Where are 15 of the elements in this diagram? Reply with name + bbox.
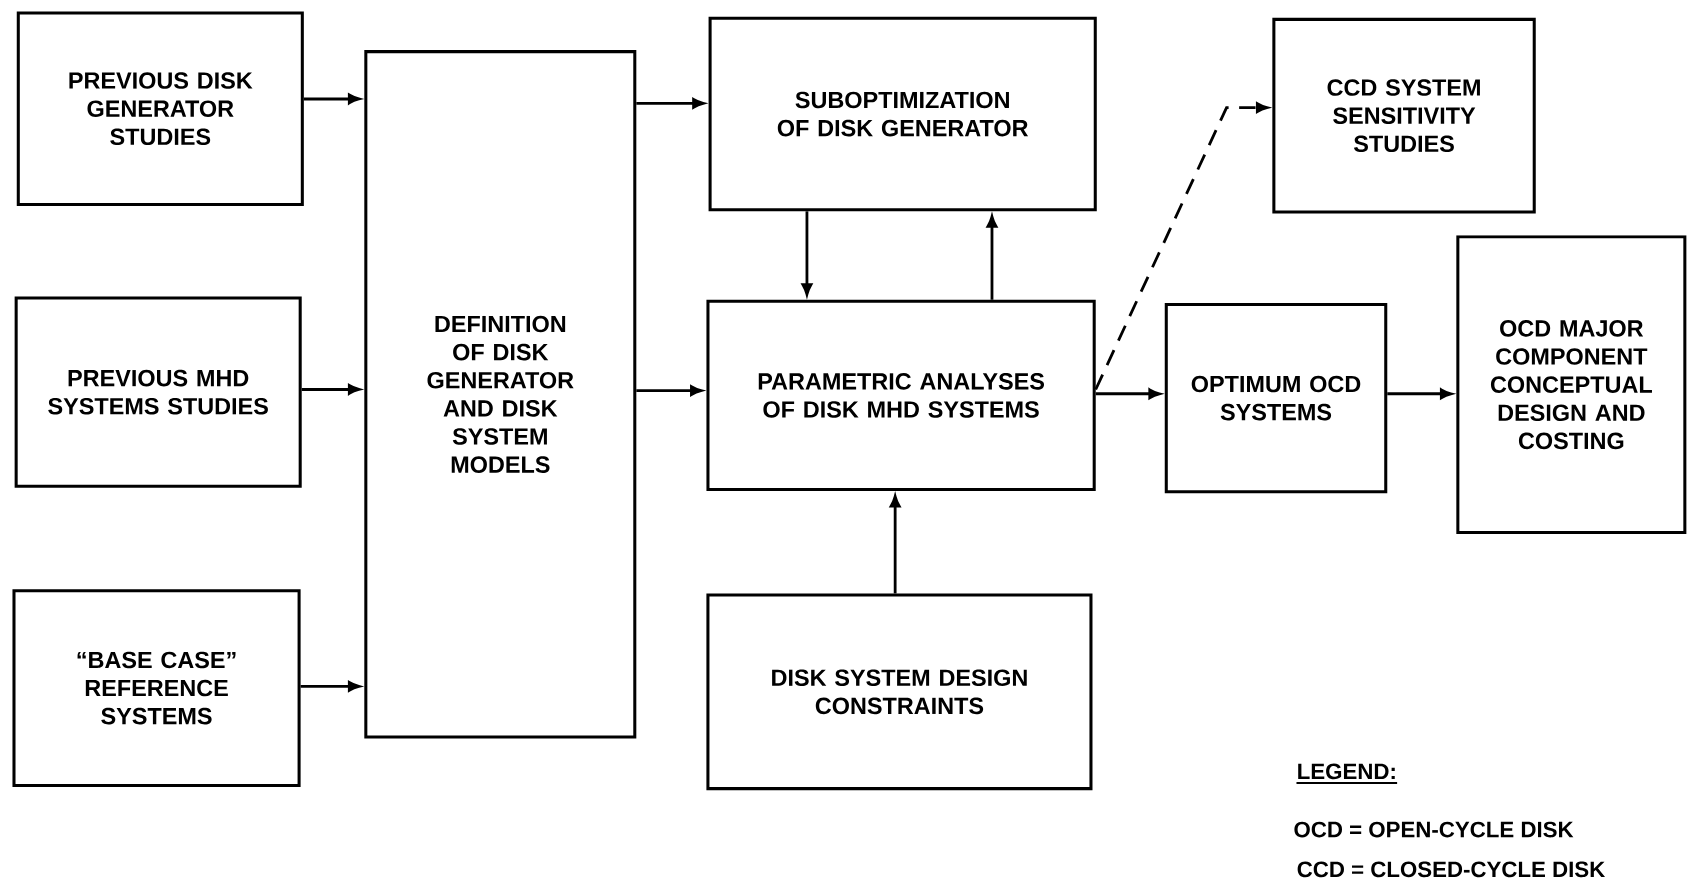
process-box: DISK SYSTEM DESIGN CONSTRAINTS bbox=[706, 593, 1093, 791]
process-box: DEFINITION OF DISK GENERATOR AND DISK SYSTEM MODELS bbox=[364, 50, 637, 739]
legend-heading: LEGEND: bbox=[1295, 763, 1399, 784]
process-box: PREVIOUS MHD SYSTEMS STUDIES bbox=[14, 296, 302, 488]
process-box: PARAMETRIC ANALYSES OF DISK MHD SYSTEMS bbox=[706, 299, 1096, 491]
legend-entry: OCD = OPEN-CYCLE DISK bbox=[1294, 821, 1574, 838]
process-box: CCD SYSTEM SENSITIVITY STUDIES bbox=[1272, 17, 1536, 214]
process-box: PREVIOUS DISK GENERATOR STUDIES bbox=[16, 11, 304, 206]
process-box: SUBOPTIMIZATION OF DISK GENERATOR bbox=[708, 16, 1097, 212]
process-box: OCD MAJOR COMPONENT CONCEPTUAL DESIGN AND COSTING bbox=[1456, 235, 1687, 534]
process-box: “BASE CASE” REFERENCE SYSTEMS bbox=[12, 589, 301, 787]
arrow bbox=[303, 93, 361, 105]
arrow bbox=[1387, 388, 1453, 399]
legend-entry: CCD = CLOSED-CYCLE DISK bbox=[1297, 861, 1606, 878]
process-box: OPTIMUM OCD SYSTEMS bbox=[1164, 302, 1388, 494]
